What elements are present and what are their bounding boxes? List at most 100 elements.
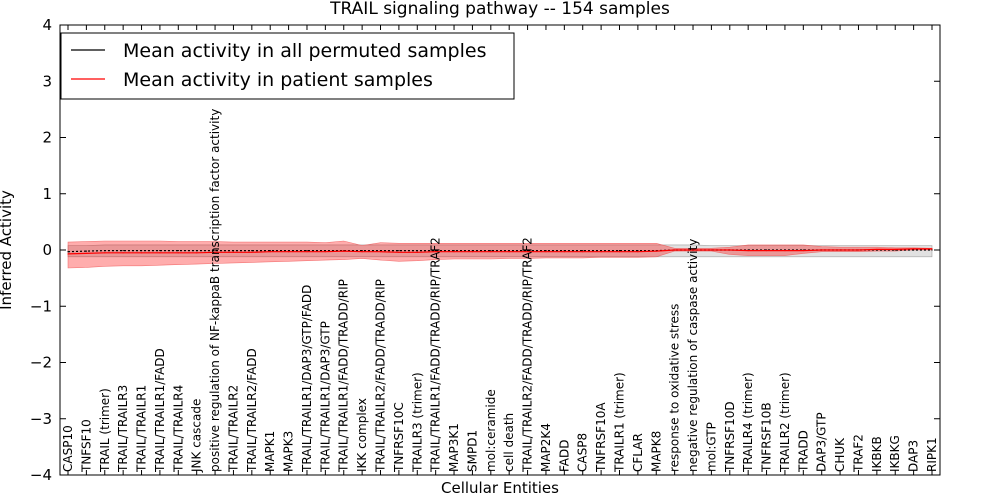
point-series-1 bbox=[232, 251, 235, 253]
x-tick-label: IKBKG bbox=[888, 435, 902, 472]
point-series-0 bbox=[416, 249, 418, 252]
point-series-0 bbox=[637, 249, 639, 252]
x-tick-label: TRAIL (trimer) bbox=[98, 388, 112, 473]
point-series-0 bbox=[196, 249, 198, 252]
x-tick-label: FADD bbox=[557, 440, 571, 473]
x-tick-label: TRAILR4 (trimer) bbox=[741, 372, 755, 473]
line-series-1 bbox=[67, 248, 932, 255]
point-series-1 bbox=[692, 249, 694, 251]
line-layer bbox=[67, 248, 933, 255]
y-tick-label: −2 bbox=[30, 354, 52, 372]
x-tick-label: CHUK bbox=[833, 437, 847, 472]
point-series-1 bbox=[471, 251, 474, 253]
x-tick-label: TRAIL/TRAILR1/FADD bbox=[153, 348, 167, 473]
x-tick-label: TRAF2 bbox=[851, 434, 865, 473]
x-tick-label: TRAIL/TRAILR2/FADD/TRADD/RIP/TRAF2 bbox=[521, 237, 535, 473]
point-series-1 bbox=[214, 251, 216, 253]
point-series-0 bbox=[214, 249, 216, 252]
line-series-0 bbox=[67, 249, 932, 253]
y-tick-label: 0 bbox=[42, 241, 52, 259]
y-tick-label: 4 bbox=[42, 16, 52, 34]
x-tick-label: cell death bbox=[502, 413, 516, 472]
point-series-1 bbox=[545, 251, 547, 253]
point-series-0 bbox=[582, 249, 584, 252]
x-tick-label: JNK cascade bbox=[190, 399, 204, 473]
point-series-0 bbox=[545, 249, 547, 252]
point-series-1 bbox=[398, 251, 400, 253]
point-series-1 bbox=[416, 251, 418, 253]
chart-title: TRAIL signaling pathway -- 154 samples bbox=[329, 0, 670, 19]
point-series-0 bbox=[104, 249, 106, 252]
point-series-1 bbox=[287, 251, 290, 253]
point-series-0 bbox=[232, 249, 235, 252]
x-tick-label: TNFRSF10C bbox=[392, 402, 406, 473]
x-tick-label: CASP8 bbox=[576, 433, 590, 472]
point-series-0 bbox=[177, 249, 179, 252]
x-tick-label: CFLAR bbox=[631, 433, 645, 472]
point-series-1 bbox=[765, 249, 768, 252]
point-series-1 bbox=[490, 251, 492, 253]
x-tick-label: TRAIL/TRAILR2/FADD/TRADD/RIP bbox=[374, 279, 388, 473]
x-tick-label: MAP3K1 bbox=[447, 423, 461, 472]
x-tick-label: TRAILR3 (trimer) bbox=[410, 372, 424, 473]
point-series-0 bbox=[526, 249, 529, 252]
point-series-1 bbox=[306, 251, 308, 253]
point-series-1 bbox=[67, 253, 69, 255]
point-series-0 bbox=[251, 249, 253, 252]
legend-label-permuted: Mean activity in all permuted samples bbox=[123, 40, 486, 62]
point-series-1 bbox=[269, 251, 271, 253]
x-tick-label: negative regulation of caspase activity bbox=[686, 239, 700, 472]
point-series-1 bbox=[379, 251, 382, 253]
x-tick-label: IKBKB bbox=[870, 436, 884, 472]
point-series-0 bbox=[453, 249, 455, 252]
x-tick-label: SMPD1 bbox=[465, 430, 479, 472]
point-series-1 bbox=[931, 248, 933, 250]
x-tick-label: TRAIL/TRAILR1/FADD/TRADD/RIP/TRAF2 bbox=[429, 237, 443, 473]
x-tick-label: MAP2K4 bbox=[539, 423, 553, 472]
x-tick-label: TNFRSF10A bbox=[594, 402, 608, 473]
legend-label-patient: Mean activity in patient samples bbox=[123, 69, 433, 91]
point-series-1 bbox=[251, 251, 253, 253]
point-series-0 bbox=[435, 249, 437, 252]
point-series-0 bbox=[306, 249, 308, 252]
x-axis-label: Cellular Entities bbox=[441, 479, 559, 497]
band-layer bbox=[67, 240, 933, 269]
point-series-0 bbox=[379, 249, 382, 252]
x-tick-label: TNFSF10 bbox=[79, 419, 93, 473]
point-series-1 bbox=[894, 248, 896, 251]
x-tick-label: IKK complex bbox=[355, 398, 369, 472]
point-series-1 bbox=[821, 249, 823, 251]
legend: Mean activity in all permuted samples Me… bbox=[60, 32, 515, 100]
point-series-1 bbox=[435, 251, 437, 253]
x-tick-label: RIPK1 bbox=[925, 437, 939, 472]
x-tick-label: mol:ceramide bbox=[484, 389, 498, 472]
point-series-0 bbox=[324, 249, 326, 252]
point-series-1 bbox=[839, 249, 841, 251]
point-series-0 bbox=[471, 249, 474, 252]
point-series-1 bbox=[85, 252, 87, 254]
x-tick-label: TRAIL/TRAILR2 bbox=[226, 385, 240, 473]
y-tick-label: −1 bbox=[30, 297, 52, 315]
point-series-1 bbox=[674, 249, 676, 251]
point-series-1 bbox=[526, 251, 529, 253]
point-series-1 bbox=[177, 252, 179, 254]
point-series-0 bbox=[159, 249, 161, 252]
point-series-0 bbox=[361, 249, 363, 252]
x-tick-label: MAPK3 bbox=[282, 431, 296, 472]
x-tick-label: TRAIL/TRAILR1/FADD/TRADD/RIP bbox=[337, 279, 351, 473]
point-series-1 bbox=[582, 251, 584, 253]
x-tick-label: TRAIL/TRAILR3 bbox=[116, 385, 130, 473]
point-series-1 bbox=[122, 252, 124, 254]
x-tick-label: TRAILR1 (trimer) bbox=[612, 372, 626, 473]
x-tick-label: TRAIL/TRAILR1/DAP3/GTP bbox=[318, 321, 332, 473]
point-series-1 bbox=[729, 249, 731, 251]
point-series-1 bbox=[857, 249, 860, 251]
point-series-1 bbox=[361, 251, 363, 253]
point-series-1 bbox=[747, 249, 749, 252]
x-tick-label: DAP3/GTP bbox=[815, 412, 829, 472]
x-tick-label: response to oxidative stress bbox=[668, 304, 682, 472]
x-tick-label: TRAILR2 (trimer) bbox=[778, 372, 792, 473]
x-tick-label: mol:GTP bbox=[704, 422, 718, 472]
x-tick-label: MAPK1 bbox=[263, 431, 277, 472]
